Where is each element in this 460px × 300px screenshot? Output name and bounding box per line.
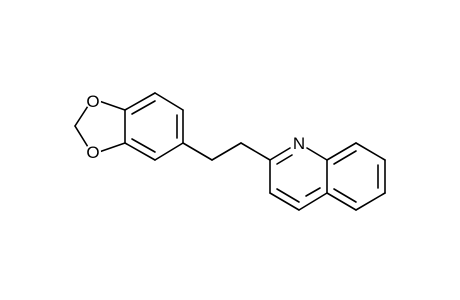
atom-labels: O O N bbox=[85, 92, 307, 162]
oxygen-atom-label: O bbox=[86, 143, 99, 162]
dioxole-ring bbox=[74, 100, 126, 153]
bond bbox=[98, 142, 126, 153]
bond bbox=[269, 147, 291, 161]
double-bond-inner bbox=[333, 150, 357, 165]
benzodioxole-benzene-ring bbox=[124, 92, 184, 161]
double-bond-inner bbox=[276, 154, 293, 165]
bond bbox=[154, 92, 184, 111]
bond bbox=[269, 192, 300, 211]
bond bbox=[326, 142, 357, 161]
double-bond-inner bbox=[131, 138, 156, 153]
bond bbox=[355, 192, 386, 211]
bond bbox=[154, 142, 184, 161]
bond bbox=[326, 192, 357, 211]
oxygen-atom-label: O bbox=[86, 92, 99, 111]
bond bbox=[74, 105, 89, 127]
double-bond-inner bbox=[333, 188, 357, 203]
bond bbox=[355, 142, 386, 161]
double-bond-inner bbox=[131, 100, 156, 115]
bond bbox=[306, 147, 328, 161]
nitrogen-atom-label: N bbox=[293, 134, 305, 153]
bond bbox=[124, 142, 156, 161]
double-bond-inner bbox=[305, 187, 321, 197]
bond bbox=[211, 142, 242, 161]
bond bbox=[298, 192, 328, 211]
quinoline-benzene-ring bbox=[305, 142, 386, 211]
bond bbox=[182, 142, 213, 161]
bond bbox=[74, 125, 89, 148]
bond bbox=[240, 142, 271, 161]
bond bbox=[124, 92, 156, 111]
ethylene-linker bbox=[182, 142, 271, 161]
bond bbox=[98, 100, 126, 111]
quinoline-pyridine-ring bbox=[269, 147, 328, 211]
double-bond-inner bbox=[276, 188, 300, 203]
